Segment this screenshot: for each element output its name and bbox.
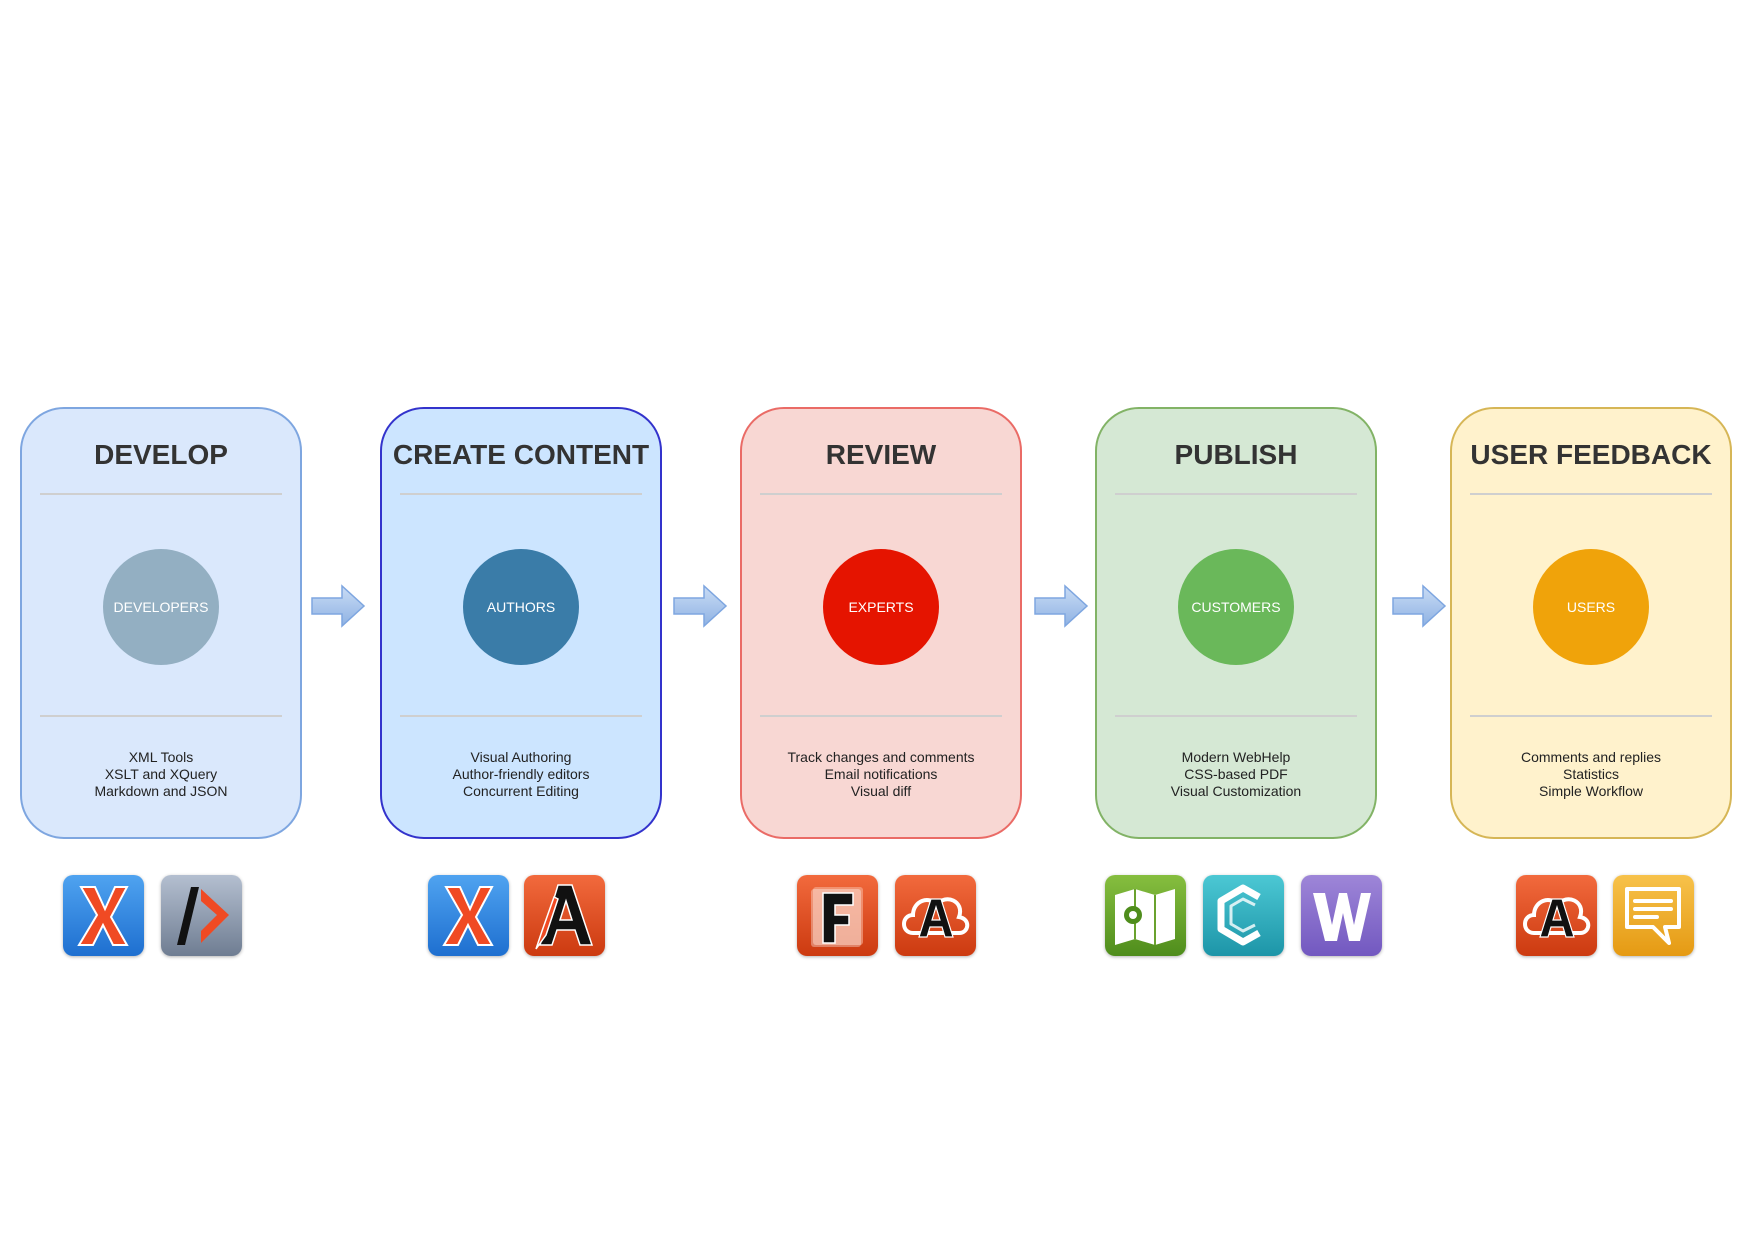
stage-review: REVIEW EXPERTS Track changes and comment… bbox=[740, 407, 1022, 839]
oxygen-xml-developer-icon bbox=[161, 875, 242, 956]
role-circle-authors: AUTHORS bbox=[463, 549, 579, 665]
pdf-chemistry-icon bbox=[1203, 875, 1284, 956]
feature-item: Email notifications bbox=[824, 766, 938, 782]
flow-arrow-icon bbox=[1392, 584, 1447, 628]
feature-item: Statistics bbox=[1562, 766, 1619, 782]
role-circle-developers: DEVELOPERS bbox=[103, 549, 219, 665]
webhelp-map-icon bbox=[1105, 875, 1186, 956]
feature-list: Comments and replies Statistics Simple W… bbox=[1452, 749, 1730, 800]
flow-arrow-icon bbox=[311, 584, 366, 628]
stage-title: REVIEW bbox=[825, 439, 937, 470]
feature-item: Visual Customization bbox=[1170, 783, 1302, 799]
divider bbox=[760, 493, 1002, 495]
role-label: USERS bbox=[1566, 599, 1616, 615]
divider bbox=[40, 715, 282, 717]
stage-user-feedback: USER FEEDBACK USERS Comments and replies… bbox=[1450, 407, 1732, 839]
feature-list: Track changes and comments Email notific… bbox=[742, 749, 1020, 800]
oxygen-xml-editor-icon bbox=[428, 875, 509, 956]
role-label: DEVELOPERS bbox=[113, 599, 209, 615]
feature-item: Markdown and JSON bbox=[94, 783, 228, 799]
content-fusion-icon bbox=[797, 875, 878, 956]
feature-item: Concurrent Editing bbox=[463, 783, 579, 799]
feature-item: Modern WebHelp bbox=[1181, 749, 1291, 765]
feature-item: XSLT and XQuery bbox=[104, 766, 218, 782]
feature-item: XML Tools bbox=[128, 749, 194, 765]
divider bbox=[1115, 715, 1357, 717]
divider bbox=[1470, 493, 1712, 495]
stage-title: DEVELOP bbox=[94, 439, 228, 470]
feature-item: Visual diff bbox=[850, 783, 912, 799]
feature-item: Visual Authoring bbox=[470, 749, 572, 765]
feedback-comments-icon bbox=[1613, 875, 1694, 956]
feature-item: CSS-based PDF bbox=[1184, 766, 1288, 782]
divider bbox=[1115, 493, 1357, 495]
role-circle-customers: CUSTOMERS bbox=[1178, 549, 1294, 665]
role-circle-experts: EXPERTS bbox=[823, 549, 939, 665]
web-author-cloud-icon bbox=[895, 875, 976, 956]
stage-develop: DEVELOP DEVELOPERS XML Tools XSLT and XQ… bbox=[20, 407, 302, 839]
divider bbox=[400, 493, 642, 495]
stage-publish: PUBLISH CUSTOMERS Modern WebHelp CSS-bas… bbox=[1095, 407, 1377, 839]
feature-item: Simple Workflow bbox=[1539, 783, 1643, 799]
stage-create-content: CREATE CONTENT AUTHORS Visual Authoring … bbox=[380, 407, 662, 839]
flow-arrow-icon bbox=[673, 584, 728, 628]
divider bbox=[40, 493, 282, 495]
role-label: EXPERTS bbox=[848, 599, 914, 615]
feature-list: Visual Authoring Author-friendly editors… bbox=[382, 749, 660, 800]
styles-basket-icon bbox=[1301, 875, 1382, 956]
feature-item: Author-friendly editors bbox=[452, 766, 590, 782]
role-label: AUTHORS bbox=[486, 599, 556, 615]
divider bbox=[1470, 715, 1712, 717]
stage-title: PUBLISH bbox=[1174, 439, 1298, 470]
flow-arrow-icon bbox=[1034, 584, 1089, 628]
oxygen-xml-editor-icon bbox=[63, 875, 144, 956]
role-circle-users: USERS bbox=[1533, 549, 1649, 665]
stage-title: CREATE CONTENT bbox=[392, 439, 650, 470]
feature-list: XML Tools XSLT and XQuery Markdown and J… bbox=[22, 749, 300, 800]
feature-list: Modern WebHelp CSS-based PDF Visual Cust… bbox=[1097, 749, 1375, 800]
web-author-cloud-icon bbox=[1516, 875, 1597, 956]
oxygen-xml-author-icon bbox=[524, 875, 605, 956]
divider bbox=[400, 715, 642, 717]
role-label: CUSTOMERS bbox=[1191, 599, 1281, 615]
feature-item: Track changes and comments bbox=[787, 749, 975, 765]
divider bbox=[760, 715, 1002, 717]
feature-item: Comments and replies bbox=[1520, 749, 1662, 765]
stage-title: USER FEEDBACK bbox=[1470, 439, 1712, 470]
